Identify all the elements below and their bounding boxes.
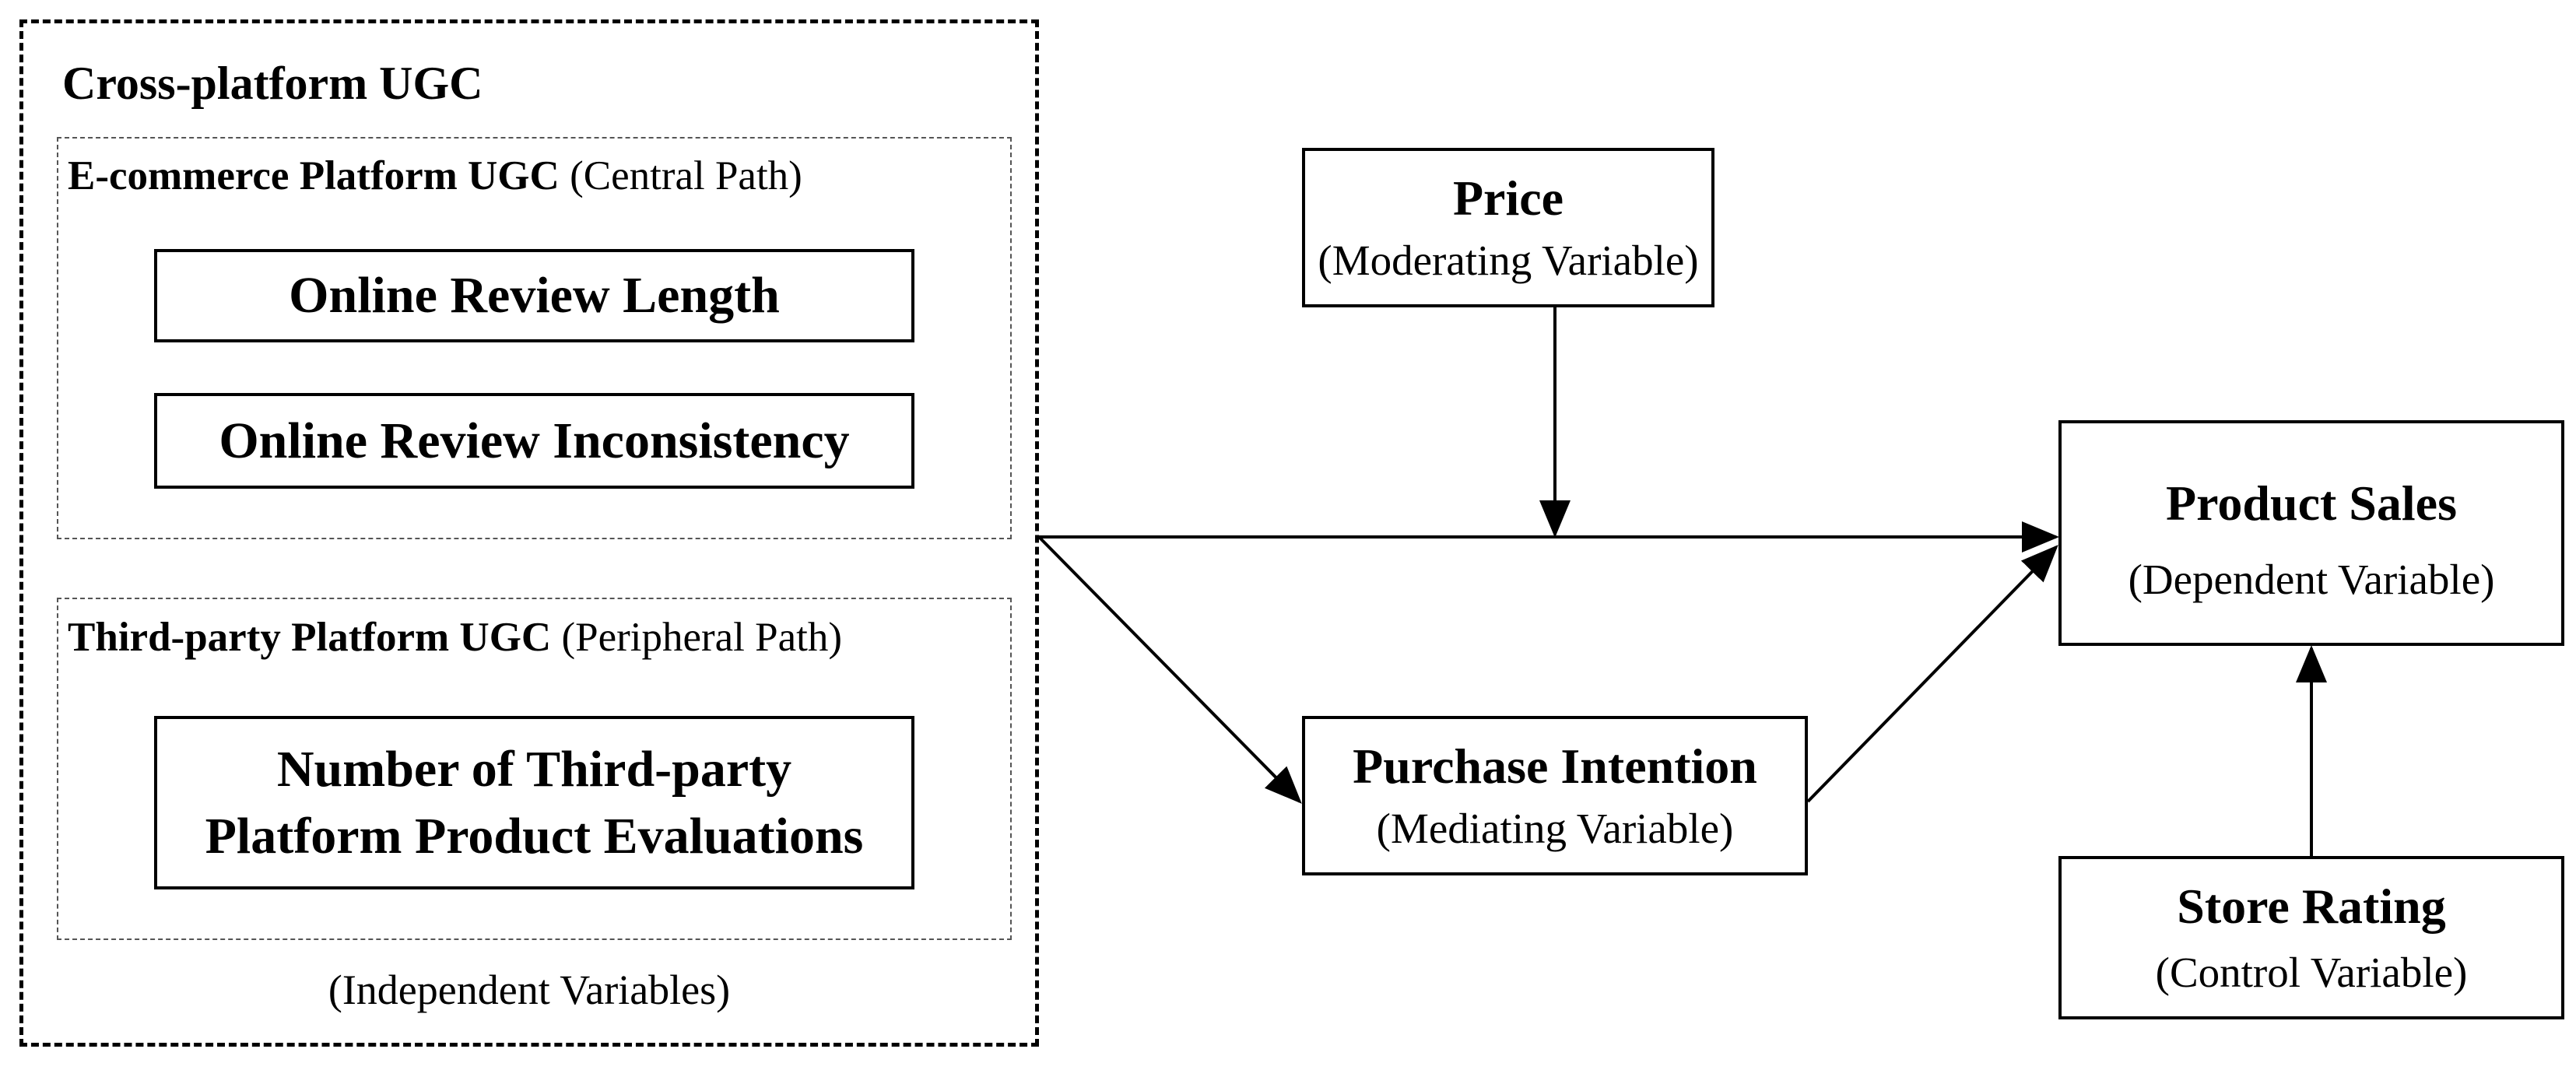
online-review-inconsistency-label: Online Review Inconsistency <box>219 412 850 469</box>
peripheral-path-label: (Peripheral Path) <box>561 615 843 660</box>
purchase-intention-box: Purchase Intention (Mediating Variable) <box>1302 716 1808 875</box>
purchase-intention-title: Purchase Intention <box>1353 738 1757 794</box>
third-party-evaluations-line1: Number of Third-party <box>276 740 792 798</box>
cross-platform-ugc-container <box>19 19 1039 1047</box>
price-title: Price <box>1452 170 1564 226</box>
independent-variables-label: (Independent Variables) <box>328 967 731 1013</box>
purchase-intention-role: (Mediating Variable) <box>1376 804 1734 852</box>
price-role: (Moderating Variable) <box>1318 236 1699 284</box>
product-sales-title: Product Sales <box>2166 475 2457 531</box>
third-party-evaluations-line2: Platform Product Evaluations <box>205 807 864 865</box>
third-party-ugc-title: Third-party Platform UGC <box>68 615 552 660</box>
online-review-inconsistency-box: Online Review Inconsistency <box>154 393 914 489</box>
ugc-to-intention-arrow <box>1037 535 1302 804</box>
central-path-label: (Central Path) <box>570 153 802 198</box>
product-sales-box: Product Sales (Dependent Variable) <box>2058 420 2564 646</box>
third-party-evaluations-box: Number of Third-party Platform Product E… <box>154 716 914 889</box>
store-rating-title: Store Rating <box>2177 879 2446 934</box>
third-party-ugc-group <box>57 598 1012 940</box>
ecommerce-ugc-group <box>57 137 1012 539</box>
intention-to-sales-arrow <box>1806 545 2058 803</box>
ecommerce-ugc-title: E-commerce Platform UGC <box>68 153 560 198</box>
online-review-length-label: Online Review Length <box>289 267 780 324</box>
price-box: Price (Moderating Variable) <box>1302 148 1714 307</box>
store-rating-role: (Control Variable) <box>2155 949 2468 996</box>
store-rating-box: Store Rating (Control Variable) <box>2058 856 2564 1019</box>
cross-platform-ugc-title: Cross-platform UGC <box>62 58 483 109</box>
online-review-length-box: Online Review Length <box>154 249 914 342</box>
product-sales-role: (Dependent Variable) <box>2128 556 2495 603</box>
third-party-ugc-header: Third-party Platform UGC (Peripheral Pat… <box>68 609 842 665</box>
ecommerce-ugc-header: E-commerce Platform UGC (Central Path) <box>68 148 802 204</box>
